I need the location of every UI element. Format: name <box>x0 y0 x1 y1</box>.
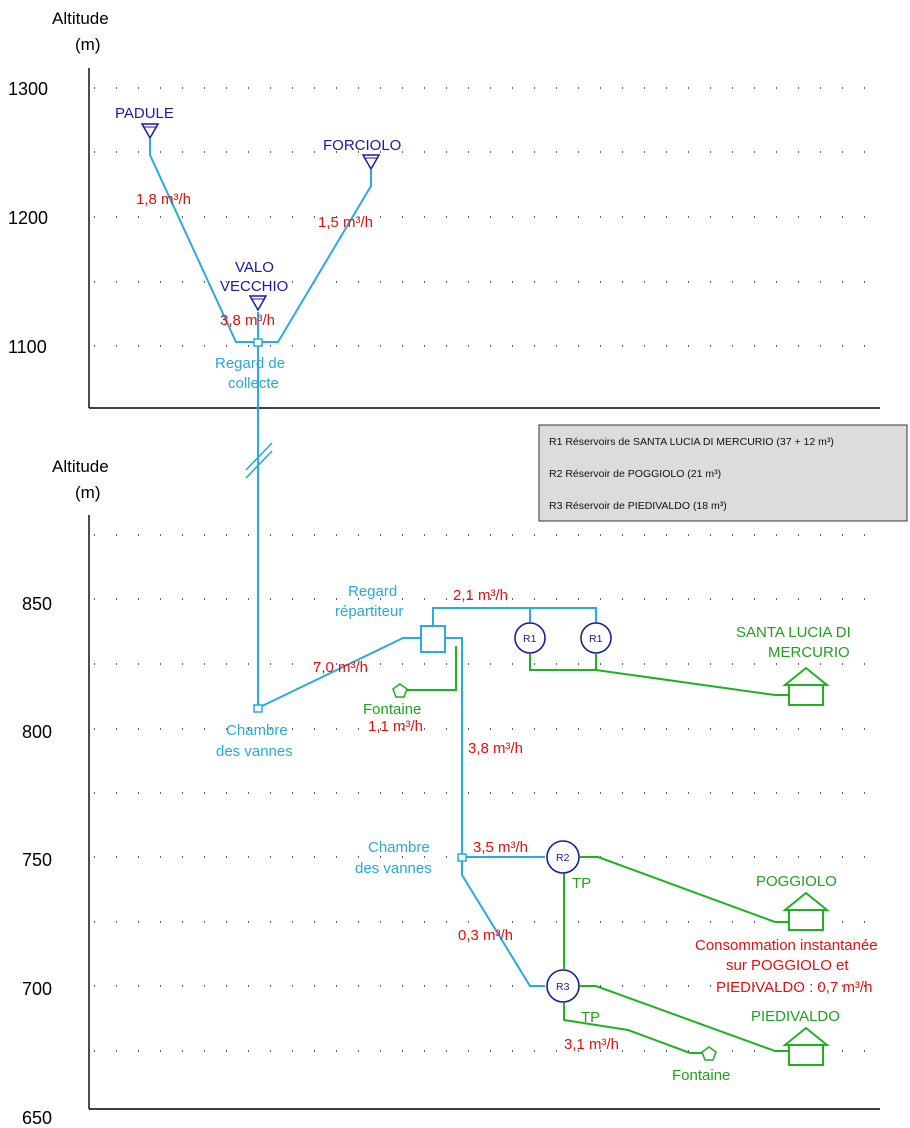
pipe-break-mark <box>245 442 273 471</box>
pipe-down-chambre <box>445 637 463 857</box>
regard-collecte-box <box>253 338 263 347</box>
regard-collecte-label-line1: Regard de <box>215 355 285 372</box>
village-poggiolo: POGGIOLO <box>756 873 837 890</box>
flow-down-chambre: 3,8 m³/h <box>468 740 523 757</box>
valo-source-icon <box>248 295 268 312</box>
chambre-vannes-2-label-line2: des vannes <box>355 860 432 877</box>
pipe-to-r3 <box>461 857 545 987</box>
r1-outlet-pipe <box>529 654 597 671</box>
fontaine-bottom-icon <box>701 1046 717 1061</box>
source-padule-label: PADULE <box>115 105 174 122</box>
top-ylabel-line2: (m) <box>75 35 100 54</box>
regard-repartiteur-box <box>420 625 446 653</box>
source-valo-label-line2: VECCHIO <box>220 278 288 295</box>
pipe-to-repartiteur <box>257 637 421 709</box>
reservoir-r2-label: R2 <box>556 852 570 864</box>
houses <box>782 666 830 1066</box>
flow-padule: 1,8 m³/h <box>136 191 191 208</box>
regard-repartiteur-label-line1: Regard <box>348 583 397 600</box>
house-icon <box>782 1026 830 1066</box>
piedivaldo-supply <box>580 985 788 1052</box>
bottom-tick-label: 700 <box>22 979 52 999</box>
bottom-tick-label: 850 <box>22 594 52 614</box>
source-valo-label-line1: VALO <box>235 259 274 276</box>
santa-lucia-supply <box>595 669 788 696</box>
legend-background <box>538 424 908 522</box>
chambre-vannes-1-box <box>253 704 263 713</box>
green-distribution <box>407 646 788 1054</box>
tp-label-1: TP <box>572 875 591 892</box>
bottom-tick-label: 650 <box>22 1108 52 1128</box>
chambre-vannes-2-box <box>457 853 467 862</box>
reservoir-r1-b <box>580 622 612 654</box>
reservoir-r2 <box>546 840 580 874</box>
legend-box: R1 Réservoirs de SANTA LUCIA DI MERCURIO… <box>538 424 908 522</box>
consumption-note-line3: PIEDIVALDO : 0,7 m³/h <box>716 979 872 996</box>
legend-r1: R1 Réservoirs de SANTA LUCIA DI MERCURIO… <box>549 436 834 448</box>
reservoir-r1-a-label: R1 <box>523 633 537 645</box>
fontaine-top-icon <box>392 683 408 698</box>
reservoir-r1-b-label: R1 <box>589 633 603 645</box>
reservoir-r3 <box>546 969 580 1003</box>
flow-valo: 3,8 m³/h <box>220 312 275 329</box>
flow-fontaine-top: 1,1 m³/h <box>368 718 423 735</box>
bottom-ylabel-line1: Altitude <box>52 457 109 476</box>
flow-to-r2: 3,5 m³/h <box>473 839 528 856</box>
reservoirs: R1 R1 R2 R3 <box>514 622 612 1003</box>
flow-fontaine-bottom: 3,1 m³/h <box>564 1036 619 1053</box>
bottom-chart: Altitude (m) 850 800 750 700 650 <box>22 457 880 1128</box>
village-santa-lucia-line2: MERCURIO <box>768 644 850 661</box>
top-ylabel-line1: Altitude <box>52 9 109 28</box>
source-forciolo-label: FORCIOLO <box>323 137 401 154</box>
bottom-ylabel-line2: (m) <box>75 483 100 502</box>
padule-source-icon <box>140 123 160 140</box>
flow-to-repartiteur: 7,0 m³/h <box>313 659 368 676</box>
village-piedivaldo: PIEDIVALDO <box>751 1008 840 1025</box>
village-santa-lucia-line1: SANTA LUCIA DI <box>736 624 851 641</box>
forciolo-source-icon <box>361 154 381 171</box>
regard-collecte-label-line2: collecte <box>228 375 279 392</box>
top-tick-label: 1100 <box>8 337 47 357</box>
fontaine-top-label: Fontaine <box>363 701 421 718</box>
chambre-vannes-1-label-line1: Chambre <box>226 722 288 739</box>
legend-r3: R3 Réservoir de PIEDIVALDO (18 m³) <box>549 500 727 512</box>
top-pipes <box>149 139 372 708</box>
flow-forciolo: 1,5 m³/h <box>318 214 373 231</box>
fontaine-bottom-label: Fontaine <box>672 1067 730 1084</box>
pipe-to-r1 <box>432 607 597 626</box>
reservoir-r1-a <box>514 622 546 654</box>
fontaine-bottom-pipe <box>563 1003 702 1054</box>
top-chart: Altitude (m) 1300 1200 1100 <box>8 9 880 409</box>
bottom-cyan-pipes <box>253 607 597 987</box>
regard-repartiteur-label-line2: répartiteur <box>335 603 403 620</box>
poggiolo-supply <box>580 856 788 923</box>
bottom-tick-label: 800 <box>22 722 52 742</box>
house-icon <box>782 891 830 931</box>
chambre-vannes-2-label-line1: Chambre <box>368 839 430 856</box>
house-icon <box>782 666 830 706</box>
top-tick-label: 1300 <box>8 79 48 99</box>
flow-to-r1: 2,1 m³/h <box>453 587 508 604</box>
chambre-vannes-1-label-line2: des vannes <box>216 743 293 760</box>
pipe-break-mark <box>245 450 273 479</box>
bottom-tick-label: 750 <box>22 850 52 870</box>
tp-label-2: TP <box>581 1009 600 1026</box>
consumption-note-line1: Consommation instantanée <box>695 937 878 954</box>
fontaine-top-pipe <box>407 646 457 691</box>
consumption-note-line2: sur POGGIOLO et <box>726 957 849 974</box>
top-tick-label: 1200 <box>8 208 48 228</box>
source-markers <box>140 123 381 312</box>
flow-to-r3: 0,3 m³/h <box>458 927 513 944</box>
legend-r2: R2 Réservoir de POGGIOLO (21 m³) <box>549 468 721 480</box>
reservoir-r3-label: R3 <box>556 981 570 993</box>
